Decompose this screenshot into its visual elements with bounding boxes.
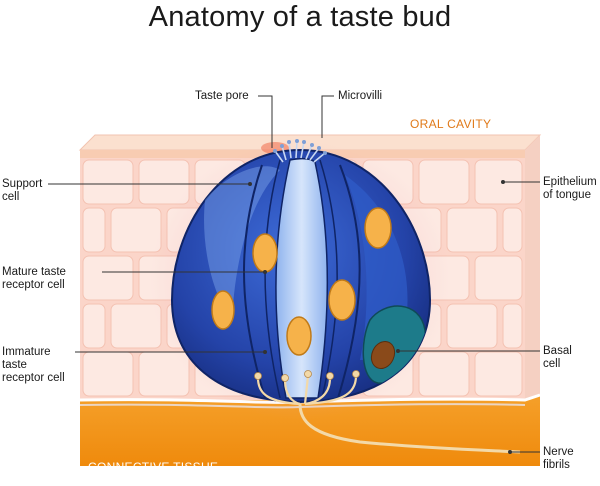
- support-cell-highlight: [204, 166, 280, 320]
- epithelium-label: Epithelium of tongue: [543, 176, 597, 201]
- microvilli-label: Microvilli: [338, 90, 383, 102]
- immature-receptor-label: Immature taste receptor cell: [2, 346, 65, 384]
- nucleus: [328, 279, 356, 321]
- receptor-cell-light: [275, 157, 329, 399]
- connective-tissue-label: CONNECTIVE TISSUE: [88, 460, 219, 474]
- microvilli-tips: [273, 139, 327, 155]
- epithelial-cell: [446, 207, 498, 253]
- epithelial-cell: [138, 159, 190, 205]
- leader-dots: [248, 180, 512, 454]
- nerve-fibrils-label: Nerve fibrils: [543, 446, 574, 471]
- nucleus: [252, 233, 278, 273]
- taste-pore-label: Taste pore: [195, 90, 249, 102]
- microvilli: [274, 140, 326, 163]
- epithelial-cell: [82, 255, 134, 301]
- basal-cell-label: Basal cell: [543, 345, 572, 370]
- epithelial-cell: [82, 303, 106, 349]
- epithelial-cell: [82, 159, 134, 205]
- epithelial-cell: [502, 303, 523, 349]
- epithelial-cell: [82, 351, 134, 397]
- nucleus: [364, 207, 392, 249]
- nucleus: [286, 316, 312, 356]
- epithelial-cell: [110, 303, 162, 349]
- support-cell-label: Support cell: [2, 178, 43, 203]
- leader-lines: [48, 95, 540, 453]
- mature-receptor-label: Mature taste receptor cell: [2, 266, 66, 291]
- taste-bud: [170, 139, 432, 404]
- oral-cavity-label: ORAL CAVITY: [410, 117, 492, 131]
- nucleus: [211, 290, 235, 330]
- diagram-title: Anatomy of a taste bud: [148, 1, 452, 33]
- epithelial-cell: [474, 351, 523, 397]
- basal-nucleus: [370, 340, 396, 370]
- epithelial-cell: [502, 207, 523, 253]
- epithelial-cell: [418, 159, 470, 205]
- epithelial-cell: [446, 303, 498, 349]
- epithelial-cell: [418, 351, 470, 397]
- nerve-endings: [254, 370, 360, 382]
- epithelial-cell: [110, 207, 162, 253]
- nerve-fibrils: [256, 375, 521, 454]
- epithelial-cell: [474, 255, 523, 301]
- epithelial-cell: [82, 207, 106, 253]
